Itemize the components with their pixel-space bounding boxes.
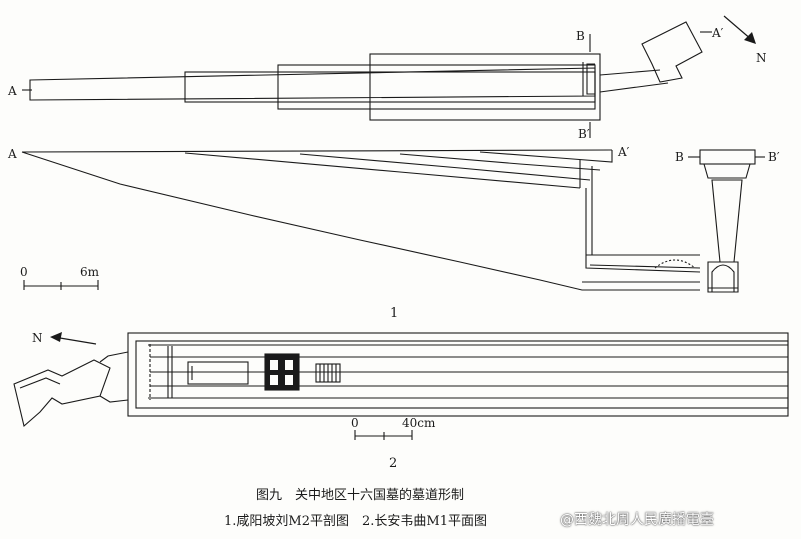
north-label-2: N [32,331,43,345]
plan-figure-2 [13,332,789,428]
north-label-1: N [756,51,767,65]
scale-1-value: 6m [80,265,100,279]
profile-view [21,149,701,291]
section-label-b: B [675,150,684,164]
profile-label-a-prime: A′ [617,145,630,159]
section-b-b [688,149,765,293]
scale-1-zero: 0 [20,265,28,279]
scale-2-zero: 0 [351,416,359,430]
figure-caption-title: 图九 关中地区十六国墓的墓道形制 [256,488,465,503]
north-arrow-1 [723,15,756,44]
profile-label-a: A [7,147,17,161]
label-a: A [7,84,17,98]
figure-2-number: 2 [389,456,397,471]
figure-1-number: 1 [390,306,398,321]
section-label-b-prime: B′ [768,150,780,164]
watermark: @西魏北周人民廣播電臺 [560,512,714,528]
scale-bar-2 [354,430,413,440]
label-b-top: B [576,29,585,43]
plan-view [22,21,712,138]
figure-caption-subtitle: 1.咸阳坡刘M2平剖图 2.长安韦曲M1平面图 [224,514,487,529]
scale-bar-1 [23,280,99,290]
label-a-prime: A′ [711,26,724,40]
label-b-prime-bottom: B′ [578,127,590,141]
scale-2-value: 40cm [402,416,436,430]
north-arrow-2 [50,332,97,345]
